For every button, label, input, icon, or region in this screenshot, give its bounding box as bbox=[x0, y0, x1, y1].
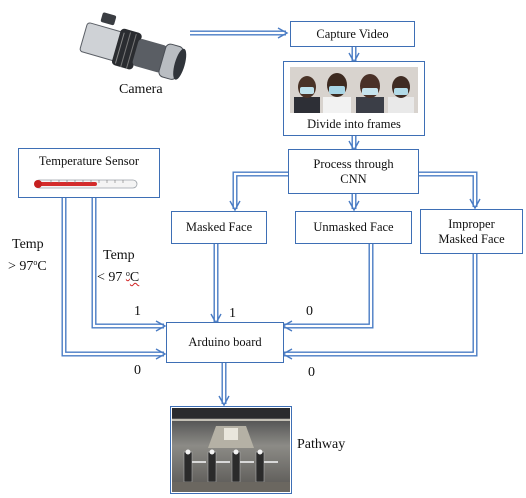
pathway-label: Pathway bbox=[297, 437, 346, 452]
arduino-board-label: Arduino board bbox=[188, 335, 262, 349]
camera-label: Camera bbox=[119, 82, 163, 97]
process-cnn-box: Process through CNN bbox=[288, 149, 419, 194]
process-cnn-label-line2: CNN bbox=[340, 171, 367, 186]
person-4 bbox=[388, 76, 414, 113]
improper-label-line1: Improper bbox=[448, 216, 495, 231]
divide-frames-box: Divide into frames bbox=[283, 61, 425, 136]
temp-low-condition: < 97 oC bbox=[97, 269, 140, 285]
arrow-cnn-to-improper-core bbox=[419, 172, 477, 207]
arrow-improper-to-arduino-core bbox=[284, 254, 477, 356]
arrow-unmasked-to-arduino-core bbox=[284, 244, 373, 328]
thermometer-icon bbox=[34, 179, 138, 189]
unmasked-face-box: Unmasked Face bbox=[295, 211, 412, 244]
temp-high-condition: > 97oC bbox=[8, 258, 47, 274]
signal-masked: 1 bbox=[229, 306, 236, 321]
signal-unmasked: 0 bbox=[306, 304, 313, 319]
arrow-cnn-to-masked-core bbox=[233, 172, 288, 209]
temp-low-word: Temp bbox=[103, 248, 135, 263]
arrow-unmasked-to-arduino-head bbox=[281, 320, 293, 332]
process-cnn-label-line1: Process through bbox=[313, 156, 394, 171]
improper-label-line2: Masked Face bbox=[438, 231, 505, 246]
person-3 bbox=[356, 74, 384, 113]
capture-video-label: Capture Video bbox=[316, 26, 389, 41]
arrow-cnn-to-masked bbox=[232, 171, 288, 209]
arrow-unmasked-to-arduino bbox=[284, 244, 374, 329]
improper-masked-face-box: Improper Masked Face bbox=[420, 209, 523, 254]
masked-face-label: Masked Face bbox=[185, 220, 253, 234]
person-1 bbox=[294, 76, 320, 113]
person-2 bbox=[323, 73, 351, 113]
signal-improper: 0 bbox=[308, 365, 315, 380]
signal-low-temp: 1 bbox=[134, 304, 141, 319]
arrow-lowtemp-to-arduino-core bbox=[92, 198, 164, 328]
arrow-cnn-to-improper-head bbox=[469, 198, 481, 210]
unmasked-face-label: Unmasked Face bbox=[313, 220, 394, 234]
temperature-sensor-box: Temperature Sensor bbox=[18, 148, 160, 198]
temperature-sensor-label: Temperature Sensor bbox=[38, 154, 140, 168]
arrow-hightemp-to-arduino-core bbox=[62, 198, 164, 356]
arduino-board-box: Arduino board bbox=[166, 322, 284, 363]
masked-face-box: Masked Face bbox=[171, 211, 267, 244]
capture-video-box: Capture Video bbox=[290, 21, 415, 47]
people-masks-image bbox=[290, 67, 418, 113]
arrow-cnn-to-masked-head bbox=[229, 200, 241, 212]
signal-high-temp: 0 bbox=[134, 363, 141, 378]
temp-high-word: Temp bbox=[12, 237, 44, 252]
divide-frames-label: Divide into frames bbox=[307, 117, 401, 131]
arrow-cnn-to-improper bbox=[419, 171, 478, 207]
pathway-image bbox=[172, 408, 290, 492]
pathway-box bbox=[170, 406, 292, 494]
